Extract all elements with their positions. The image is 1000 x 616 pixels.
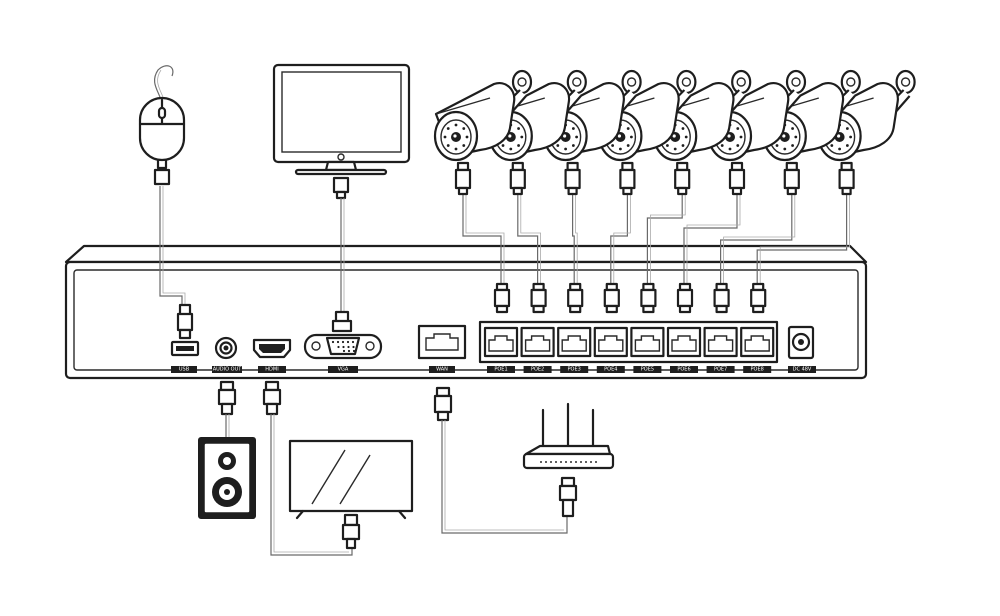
poe-port-6[interactable] bbox=[666, 326, 702, 358]
camera-3 bbox=[543, 69, 642, 196]
poe-cable-4 bbox=[603, 194, 631, 314]
dc-label-tab: DC 48V bbox=[788, 366, 816, 373]
poe-label-2: POE2 bbox=[531, 367, 544, 373]
camera-1 bbox=[433, 69, 533, 196]
poe-label-5: POE5 bbox=[641, 367, 654, 373]
dc-label: DC 48V bbox=[793, 367, 812, 373]
poe-cable-1 bbox=[462, 194, 511, 314]
poe-label-3: POE3 bbox=[568, 367, 581, 373]
poe-port-4[interactable] bbox=[593, 326, 628, 358]
nvr-top-face bbox=[64, 244, 868, 264]
poe-label-6: POE6 bbox=[677, 367, 690, 373]
poe-port-8[interactable] bbox=[740, 326, 775, 358]
speaker bbox=[198, 380, 256, 519]
hdmi-label-tab: HDMI bbox=[258, 366, 286, 373]
nvr-panel-inset bbox=[73, 269, 859, 371]
monitor-icon bbox=[272, 63, 411, 164]
port-labels: USB AUDIO OUT HDMI VGA WAN POE1 POE2 POE3 P… bbox=[171, 366, 816, 373]
mouse-icon bbox=[138, 96, 186, 162]
poe-cable-5 bbox=[640, 194, 686, 314]
wan-label-tab: WAN bbox=[429, 366, 455, 373]
poe-cable-8 bbox=[750, 194, 850, 314]
wan-port[interactable] bbox=[417, 324, 467, 360]
poe-cable-7 bbox=[713, 194, 796, 314]
router-icon bbox=[522, 452, 615, 470]
vga-label-tab: VGA bbox=[328, 366, 358, 373]
monitor bbox=[272, 63, 411, 333]
tv-icon bbox=[288, 439, 414, 513]
poe-label-tab-4: POE4 bbox=[596, 366, 625, 373]
poe-label-tab-1: POE1 bbox=[487, 366, 515, 373]
usb-label-tab: USB bbox=[171, 366, 197, 373]
poe-label-tab-2: POE2 bbox=[523, 366, 552, 373]
poe-label-4: POE4 bbox=[604, 367, 617, 373]
router bbox=[433, 386, 615, 534]
poe-port-1[interactable] bbox=[483, 326, 519, 358]
poe-label-tab-7: POE7 bbox=[706, 366, 735, 373]
poe-cable-6 bbox=[676, 194, 741, 314]
vga-port[interactable] bbox=[303, 333, 383, 360]
poe-cable-3 bbox=[567, 194, 584, 314]
poe-label-tab-3: POE3 bbox=[560, 366, 589, 373]
audio-label-tab: AUDIO OUT bbox=[212, 366, 242, 373]
poe-label-8: POE8 bbox=[751, 367, 764, 373]
usb-label: USB bbox=[179, 367, 190, 373]
poe-label-tab-5: POE5 bbox=[633, 366, 662, 373]
poe-port-3[interactable] bbox=[557, 326, 592, 358]
poe-label-7: POE7 bbox=[714, 367, 727, 373]
poe-label-tab-6: POE6 bbox=[670, 366, 698, 373]
poe-cable-2 bbox=[517, 194, 547, 314]
vga-label: VGA bbox=[338, 367, 349, 373]
poe-port-2[interactable] bbox=[520, 326, 555, 358]
tv bbox=[262, 380, 414, 556]
poe-label-1: POE1 bbox=[494, 367, 507, 373]
wan-label: WAN bbox=[436, 367, 448, 373]
mouse bbox=[138, 65, 194, 340]
audio-out-label: AUDIO OUT bbox=[213, 367, 243, 373]
dc-power-port[interactable] bbox=[787, 325, 815, 360]
hdmi-label: HDMI bbox=[265, 367, 278, 373]
poe-port-5[interactable] bbox=[630, 326, 665, 358]
poe-label-tab-8: POE8 bbox=[743, 366, 772, 373]
audio-out-port[interactable] bbox=[214, 336, 238, 360]
hdmi-port[interactable] bbox=[252, 338, 292, 359]
poe-port-7[interactable] bbox=[703, 326, 738, 358]
usb-port[interactable] bbox=[170, 340, 200, 357]
